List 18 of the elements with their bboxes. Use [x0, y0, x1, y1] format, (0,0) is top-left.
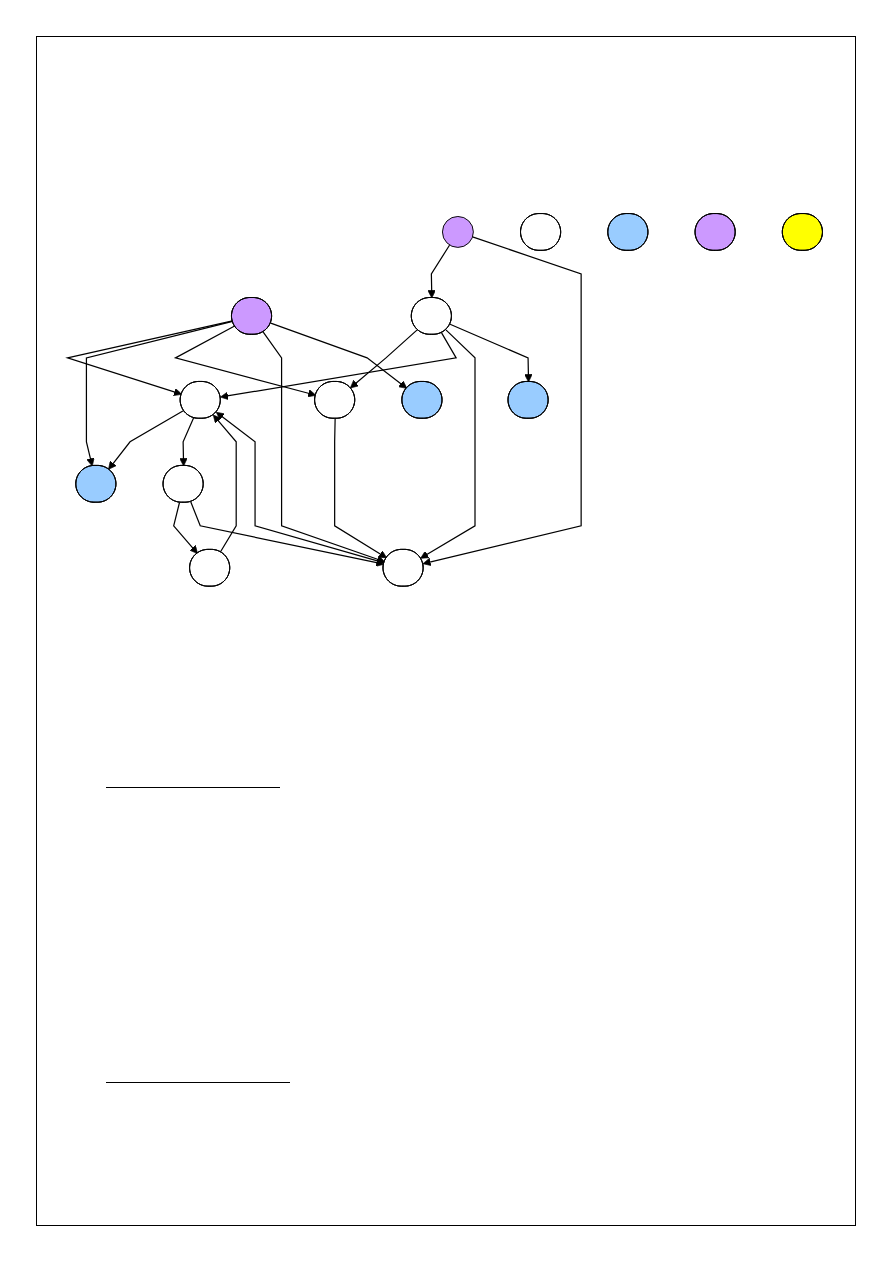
arrow	[427, 244, 451, 299]
arrow	[422, 236, 582, 567]
arrow	[420, 329, 476, 559]
arrow	[270, 322, 408, 389]
arrow	[173, 502, 198, 554]
arrow	[190, 501, 385, 567]
arrow	[173, 325, 317, 398]
arrow	[262, 331, 386, 564]
arrow	[334, 418, 388, 559]
arrow	[108, 410, 185, 470]
arrow	[349, 329, 419, 389]
arrow	[85, 320, 234, 467]
arrow	[215, 412, 385, 564]
arrow	[212, 414, 237, 553]
arrow	[220, 332, 458, 401]
arrow	[179, 417, 195, 467]
arrow	[449, 323, 533, 383]
node-circle	[441, 216, 474, 248]
